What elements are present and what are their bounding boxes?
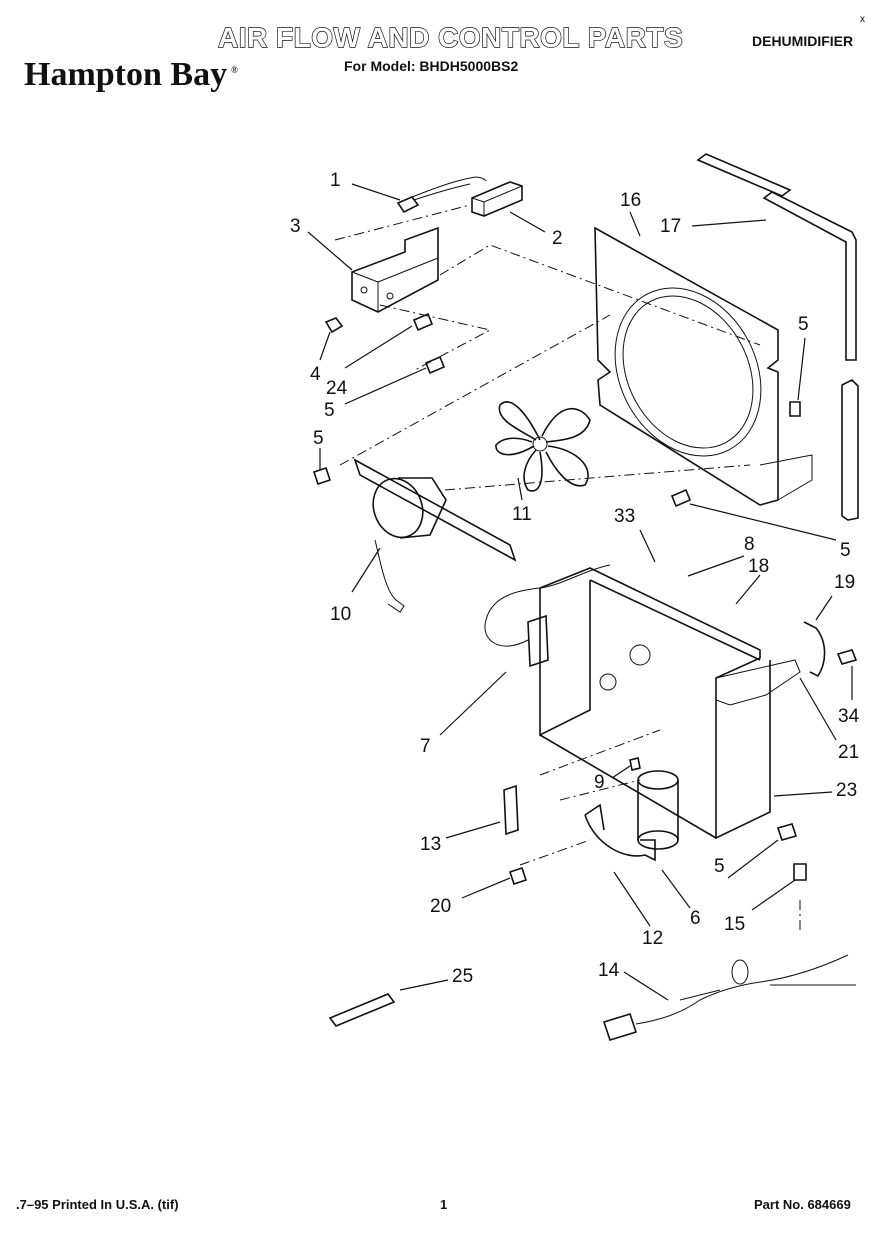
part-1-wire-connector xyxy=(396,176,487,214)
callout-7: 7 xyxy=(420,736,431,757)
callout-18: 18 xyxy=(748,556,769,577)
callout-5-left: 5 xyxy=(313,428,324,449)
assembly-guide-lines xyxy=(334,204,801,930)
callout-23: 23 xyxy=(836,780,857,801)
callout-1: 1 xyxy=(330,170,341,191)
part-25-strip xyxy=(328,993,396,1027)
callout-11: 11 xyxy=(512,504,532,525)
callout-5-right-middle: 5 xyxy=(840,540,851,561)
callout-13: 13 xyxy=(420,834,441,855)
callout-6: 6 xyxy=(690,908,701,929)
part-19-strap xyxy=(803,621,826,678)
callout-leader-lines xyxy=(307,183,853,1001)
part-4-clip xyxy=(324,317,344,334)
callout-24: 24 xyxy=(326,378,348,399)
part-10-fan-motor xyxy=(353,458,517,613)
callout-4: 4 xyxy=(310,364,321,385)
callout-20: 20 xyxy=(430,896,451,917)
part-11-fan-blade xyxy=(495,401,591,492)
page-number: 1 xyxy=(440,1197,448,1212)
part-34-screw xyxy=(836,649,858,665)
print-info: .7–95 Printed In U.S.A. (tif) xyxy=(16,1197,179,1212)
callout-5-right-upper: 5 xyxy=(798,314,809,335)
callout-5-upper-left: 5 xyxy=(324,400,335,421)
callout-9: 9 xyxy=(594,772,605,793)
callout-3: 3 xyxy=(290,216,301,237)
model-subtitle: For Model: BHDH5000BS2 xyxy=(344,58,519,74)
callout-16: 16 xyxy=(620,190,641,211)
callout-25: 25 xyxy=(452,966,473,987)
registered-mark: ® xyxy=(231,64,238,75)
part-7-thermostat xyxy=(484,564,611,668)
callout-12: 12 xyxy=(642,928,663,949)
brand-name: Hampton Bay® xyxy=(24,56,238,94)
callout-15: 15 xyxy=(724,914,745,935)
callout-14: 14 xyxy=(598,960,620,981)
brand-text: Hampton Bay xyxy=(24,56,228,93)
product-category: DEHUMIDIFIER xyxy=(752,33,854,49)
callout-19: 19 xyxy=(834,572,855,593)
corner-mark: x xyxy=(860,14,865,25)
part-9-nut xyxy=(629,757,641,771)
part-12-capacitor-clamp xyxy=(584,803,656,862)
screw-parts xyxy=(312,312,807,886)
part-16-fan-shroud xyxy=(594,226,813,506)
callout-5-lower: 5 xyxy=(714,856,725,877)
callout-21: 21 xyxy=(838,742,859,763)
page-title: AIR FLOW AND CONTROL PARTS xyxy=(217,21,684,53)
callout-8: 8 xyxy=(744,534,755,555)
part-2-terminal-block xyxy=(471,181,523,217)
part-23-chassis xyxy=(539,567,801,840)
part-14-power-cord xyxy=(602,954,856,1041)
part-13-switch xyxy=(503,784,519,836)
callout-34: 34 xyxy=(838,706,860,727)
callout-labels: 1 2 3 4 24 5 5 5 5 5 16 17 11 10 33 8 18… xyxy=(290,170,860,987)
part-17-gasket-strips xyxy=(696,153,859,521)
callout-10: 10 xyxy=(330,604,351,625)
part-6-capacitor xyxy=(637,770,679,850)
callout-2: 2 xyxy=(552,228,563,249)
part-number: Part No. 684669 xyxy=(754,1197,851,1212)
part-3-control-bracket xyxy=(351,226,439,313)
callout-17: 17 xyxy=(660,216,681,237)
callout-33: 33 xyxy=(614,506,635,527)
